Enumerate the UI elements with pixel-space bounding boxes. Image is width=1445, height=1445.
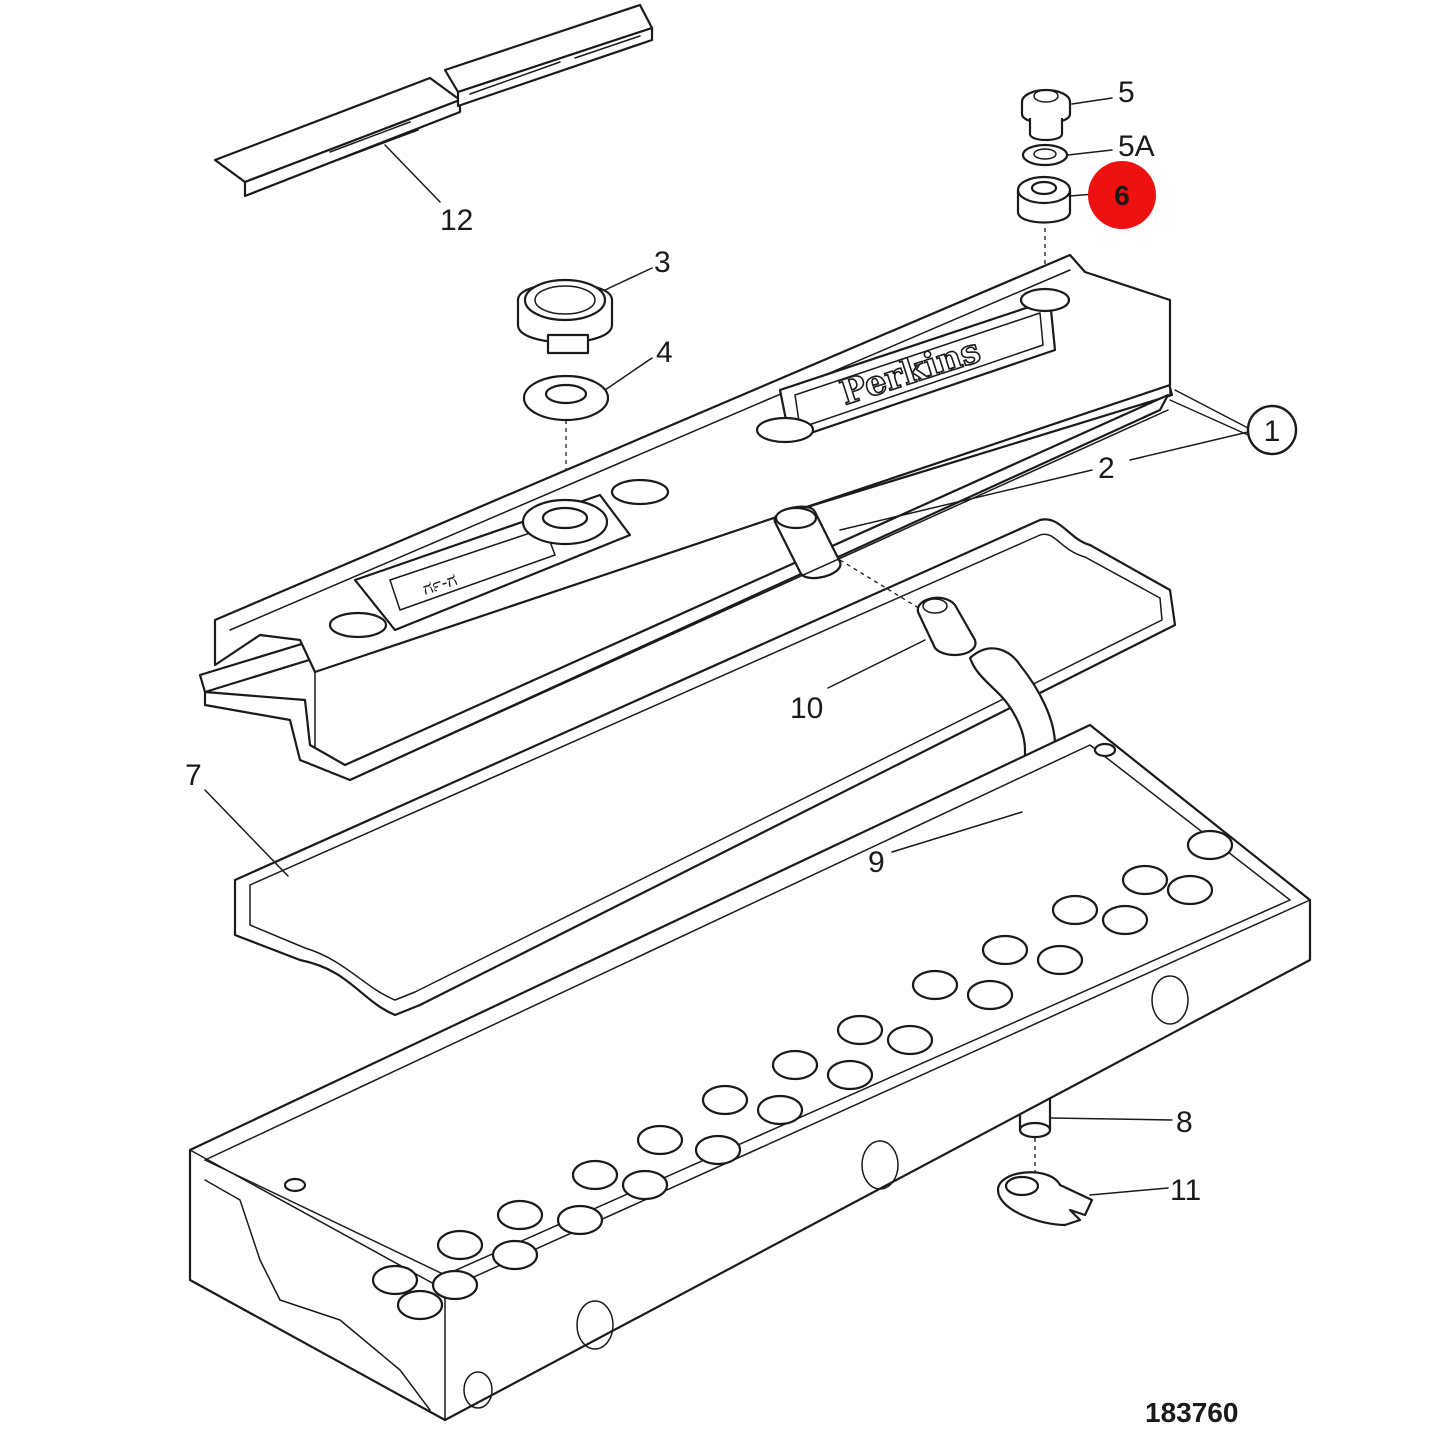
callout-12: 12 bbox=[440, 204, 473, 237]
part-3-filler-cap bbox=[516, 278, 614, 355]
part-4-washer bbox=[522, 374, 610, 505]
part-11-bracket bbox=[996, 1171, 1094, 1227]
part-5-bolt bbox=[1020, 88, 1072, 142]
drawing-number: 183760 bbox=[1145, 1397, 1238, 1428]
callout-11: 11 bbox=[1170, 1174, 1201, 1207]
callout-10: 10 bbox=[790, 692, 823, 725]
callout-5: 5 bbox=[1118, 76, 1135, 109]
callout-6-highlight bbox=[1088, 161, 1156, 229]
callout-1: 1 bbox=[1264, 415, 1281, 448]
callout-7: 7 bbox=[185, 759, 202, 792]
callout-6: 6 bbox=[1114, 180, 1130, 211]
callouts: 12 3 4 5 5A 6 1 2 7 10 9 8 11 183760 bbox=[185, 76, 1298, 1428]
callout-3: 3 bbox=[654, 246, 671, 279]
callout-5A: 5A bbox=[1118, 130, 1155, 163]
part-12-cover-strips bbox=[213, 3, 654, 198]
part-10-clip bbox=[839, 559, 977, 656]
callout-2: 2 bbox=[1098, 452, 1115, 485]
callout-8: 8 bbox=[1176, 1106, 1193, 1139]
part-6-grommet bbox=[1016, 175, 1072, 295]
callout-4: 4 bbox=[656, 336, 673, 369]
part-7-gasket bbox=[233, 518, 1177, 1017]
leader-lines bbox=[204, 97, 1249, 1196]
part-1-rocker-cover: Perkins ರ್ಗ-ಗ bbox=[198, 253, 1174, 782]
cylinder-head bbox=[188, 723, 1312, 1422]
callout-9: 9 bbox=[868, 846, 885, 879]
callout-1-circle bbox=[1246, 404, 1298, 456]
part-5A-washer bbox=[1021, 143, 1069, 167]
